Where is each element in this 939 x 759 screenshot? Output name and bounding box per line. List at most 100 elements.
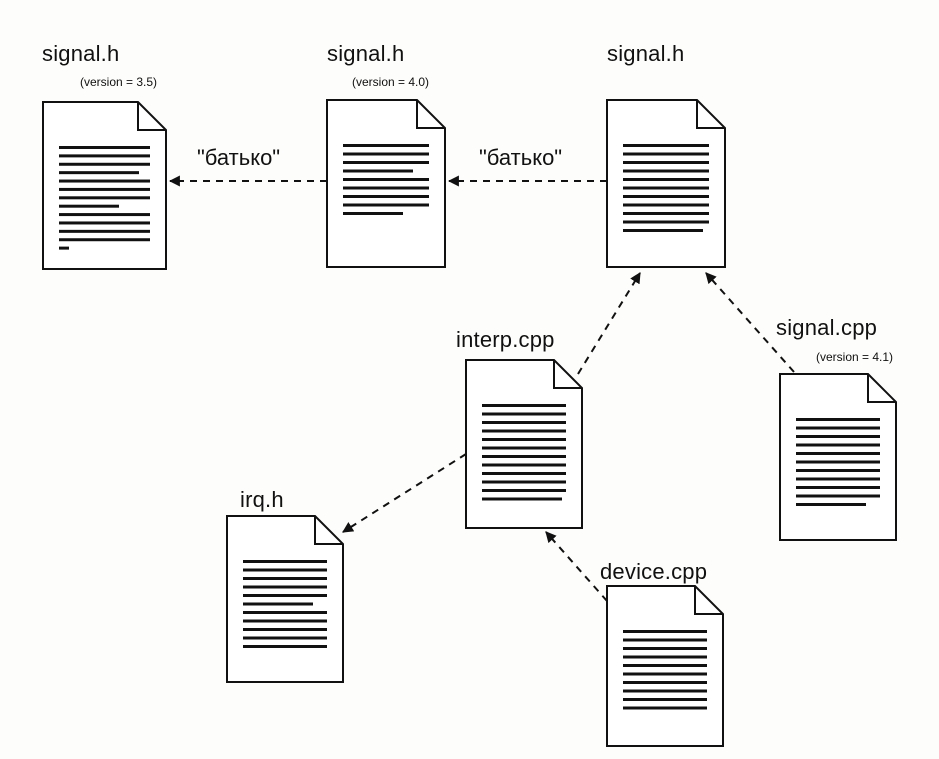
text-line	[796, 435, 880, 438]
text-line	[243, 628, 327, 631]
text-line	[59, 146, 150, 149]
text-line	[482, 455, 566, 458]
label-device-cpp: device.cpp	[600, 559, 708, 584]
text-line	[623, 212, 709, 215]
page-fold	[137, 102, 166, 131]
label-signal-h-35: signal.h	[42, 41, 120, 66]
text-line	[243, 568, 327, 572]
text-line	[482, 404, 566, 407]
text-line	[623, 630, 707, 633]
text-line	[59, 204, 119, 208]
version-signal-h-40: (version = 4.0)	[352, 75, 430, 89]
text-line	[59, 162, 150, 166]
text-line	[59, 171, 139, 175]
text-line	[796, 503, 866, 506]
text-line	[623, 144, 709, 147]
text-line	[343, 195, 429, 198]
text-line	[482, 429, 566, 433]
text-line	[623, 655, 707, 659]
page-fold	[696, 100, 725, 129]
text-line	[59, 179, 150, 183]
text-line	[796, 418, 880, 421]
text-line	[796, 452, 880, 455]
text-line	[623, 706, 707, 710]
text-line	[482, 463, 566, 467]
text-line	[243, 577, 327, 580]
version-signal-h-35: (version = 3.5)	[80, 75, 158, 89]
label-interp-cpp: interp.cpp	[456, 327, 555, 352]
text-line	[623, 161, 709, 164]
text-line	[623, 169, 709, 173]
text-line	[343, 152, 429, 156]
page-fold	[416, 100, 445, 129]
text-line	[796, 426, 880, 430]
document-icon	[226, 515, 344, 683]
text-line	[796, 460, 880, 464]
document-icon	[779, 373, 897, 541]
document-signal-h-new	[606, 99, 726, 268]
label-irq-h: irq.h	[240, 487, 284, 512]
edge-interp-cpp-to-irq-h	[342, 453, 467, 533]
text-line	[482, 472, 566, 475]
page-fold	[553, 360, 582, 389]
version-signal-cpp: (version = 4.1)	[816, 350, 894, 364]
text-line	[623, 195, 709, 198]
text-line	[343, 186, 429, 190]
text-line	[59, 154, 150, 158]
text-line	[623, 672, 707, 676]
text-line	[243, 585, 327, 589]
text-line	[482, 412, 566, 416]
document-signal-h-40	[326, 99, 446, 268]
text-line	[343, 161, 429, 164]
text-line	[243, 636, 327, 640]
text-line	[482, 421, 566, 424]
text-line	[796, 477, 880, 481]
text-line	[59, 213, 150, 217]
document-device-cpp	[606, 585, 724, 747]
text-line	[623, 664, 707, 667]
text-line	[796, 469, 880, 472]
text-line	[482, 497, 562, 501]
text-line	[59, 238, 150, 242]
document-icon	[326, 99, 446, 268]
text-line	[482, 438, 566, 441]
document-signal-h-35	[42, 101, 167, 270]
text-line	[623, 638, 707, 642]
page-fold	[694, 586, 723, 615]
page-fold	[314, 516, 343, 545]
label-signal-h-new: signal.h	[607, 41, 685, 66]
text-line	[243, 602, 313, 606]
text-line	[243, 594, 327, 597]
text-line	[482, 480, 566, 484]
text-line	[343, 203, 429, 207]
text-line	[243, 619, 327, 623]
text-line	[343, 212, 403, 215]
document-icon	[606, 99, 726, 268]
text-line	[623, 203, 709, 207]
label-signal-cpp: signal.cpp	[776, 315, 878, 340]
text-line	[343, 169, 413, 173]
text-line	[243, 560, 327, 563]
text-line	[623, 152, 709, 156]
text-line	[243, 611, 327, 614]
text-line	[623, 698, 707, 701]
text-line	[343, 144, 429, 147]
text-line	[59, 229, 150, 233]
document-irq-h	[226, 515, 344, 683]
edge-device-cpp-to-interp-cpp	[545, 531, 608, 602]
text-line	[623, 229, 703, 232]
text-line	[59, 196, 150, 200]
text-line	[796, 486, 880, 489]
document-signal-cpp	[779, 373, 897, 541]
relation-label-parent-1: "батько"	[197, 145, 281, 170]
document-interp-cpp	[465, 359, 583, 529]
label-signal-h-40: signal.h	[327, 41, 405, 66]
text-line	[482, 446, 566, 450]
text-line	[59, 221, 150, 225]
text-line	[59, 246, 69, 250]
text-line	[482, 489, 566, 492]
text-line	[623, 647, 707, 650]
text-line	[623, 681, 707, 684]
